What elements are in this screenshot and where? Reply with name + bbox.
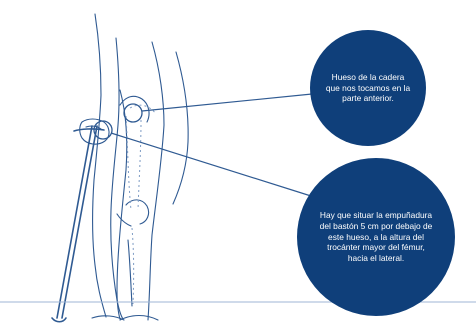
cane-handle: [74, 129, 104, 131]
right-foot: [120, 316, 158, 321]
connector-line-2: [111, 133, 311, 196]
callout-hip-bone: Hueso de la cadera que nos tocamos en la…: [310, 30, 426, 146]
cane-shaft-edge: [62, 126, 97, 318]
cane-shaft: [57, 126, 92, 318]
shin-line: [128, 240, 132, 306]
cane-tip: [52, 318, 66, 322]
hip-bone-marker: [124, 104, 142, 122]
callout-cane-handle: Hay que situar la empuñadura del bastón …: [297, 158, 455, 316]
callout-hip-bone-text: Hueso de la cadera que nos tocamos en la…: [324, 72, 412, 104]
back-leg-outline: [93, 14, 106, 317]
buttock-outline: [173, 52, 188, 204]
callout-cane-handle-text: Hay que situar la empuñadura del bastón …: [317, 210, 435, 264]
femur-dotted-line-2: [138, 120, 141, 210]
front-leg-outline: [148, 42, 164, 320]
tibia-dotted-line: [132, 228, 134, 304]
connector-line-1: [142, 94, 312, 111]
knee-outline: [126, 200, 149, 224]
knee-shadow: [117, 214, 131, 226]
